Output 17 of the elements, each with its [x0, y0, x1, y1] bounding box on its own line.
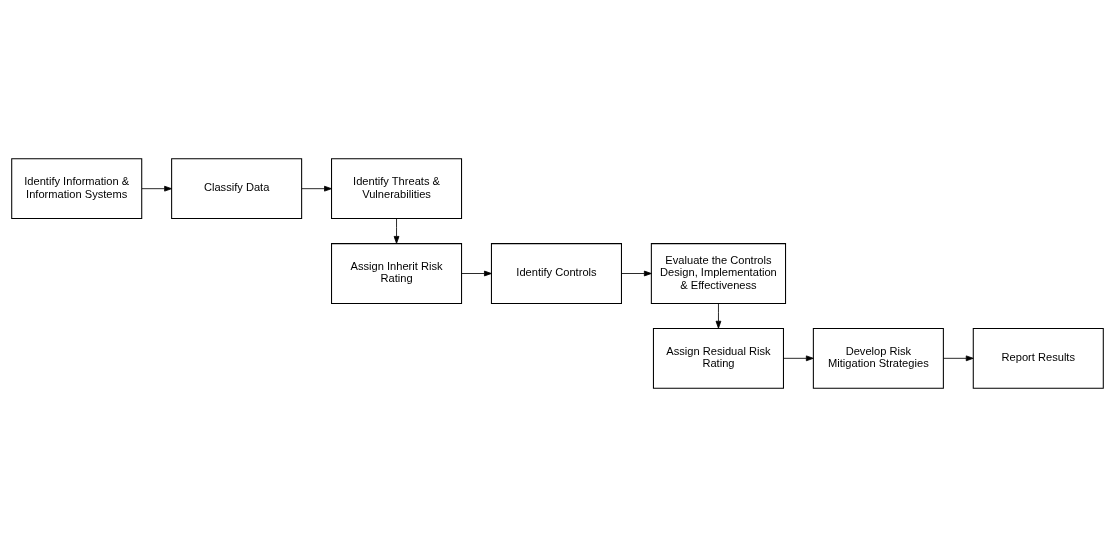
arrow: [461, 270, 492, 276]
node-box: Identify Controls: [490, 242, 622, 304]
node-box: Report Results: [972, 327, 1104, 389]
node-box: Identify Information & Information Systems: [11, 157, 143, 219]
node-box: Assign Inherit Risk Rating: [331, 242, 463, 304]
arrow: [783, 354, 814, 361]
node-box: Assign Residual Risk Rating: [652, 327, 784, 389]
arrow: [301, 185, 332, 192]
node-box: Develop Risk Mitigation Strategies: [812, 327, 944, 389]
node-box: Classify Data: [171, 157, 303, 219]
arrow: [141, 185, 172, 192]
node-box: Identify Threats & Vulnerabilities: [331, 157, 463, 219]
arrow: [621, 270, 652, 276]
arrow: [715, 302, 722, 329]
arrow: [943, 354, 974, 361]
node-box: Evaluate the Controls Design, Implementation & Effectiveness: [650, 242, 787, 304]
arrow: [393, 217, 400, 244]
